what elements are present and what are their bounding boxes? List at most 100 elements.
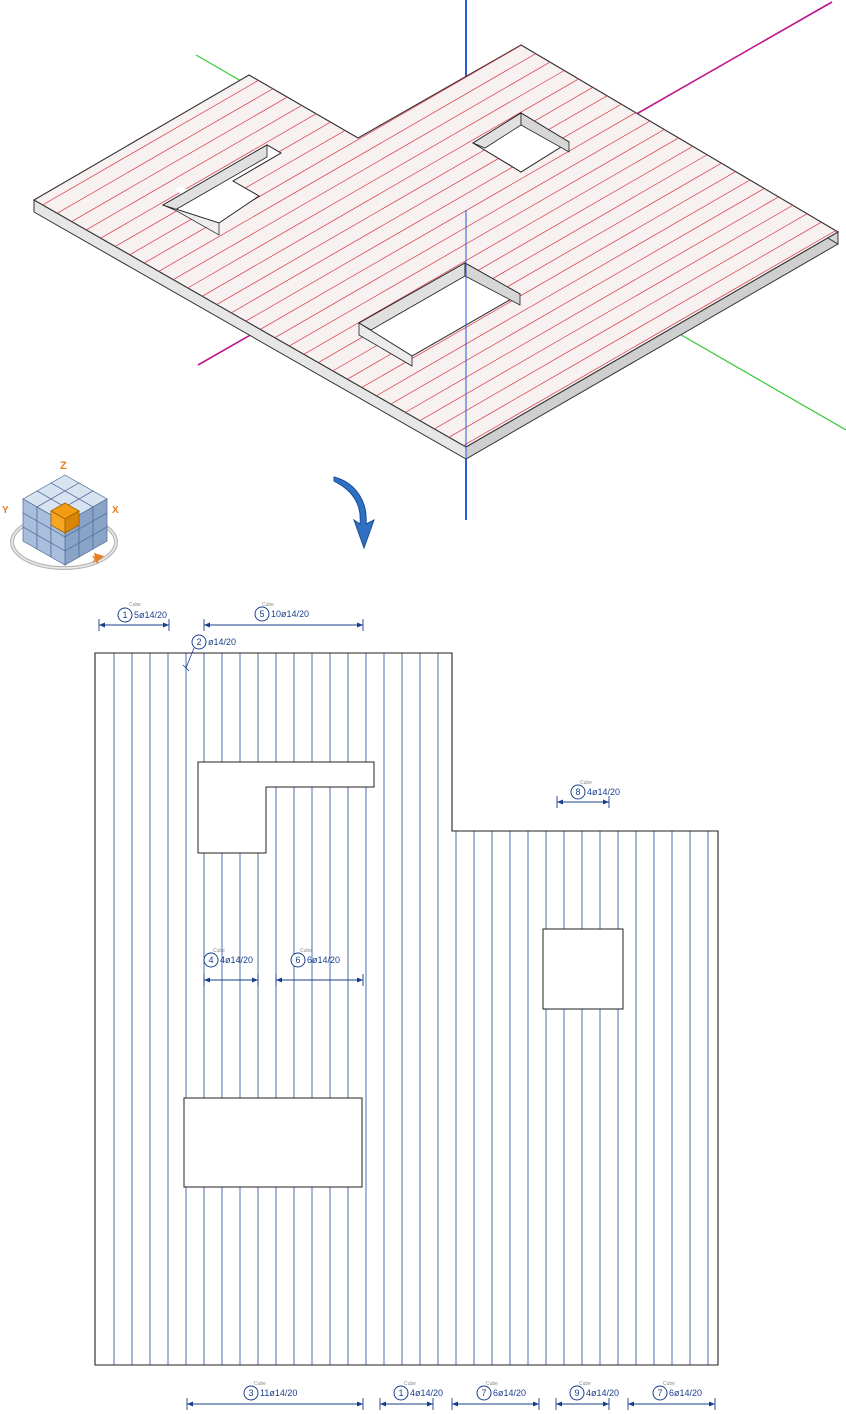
dimension-line	[186, 1398, 364, 1410]
rebar-3d-line	[657, 335, 838, 447]
bar-mark-number: 3	[248, 1388, 253, 1398]
bar-mark-caption: Cube	[254, 1381, 266, 1387]
bar-mark-spec: 4ø14/20	[410, 1388, 443, 1398]
rebar-3d-line	[671, 343, 838, 447]
rebar-3d-line	[758, 393, 838, 447]
rebar-3d-line	[0, 0, 86, 11]
cube-axis-x-label: X	[112, 505, 119, 516]
cube-axis-y-label: Y	[2, 505, 9, 516]
rebar-3d-line	[34, 45, 435, 211]
rebar-3d-line	[729, 377, 838, 447]
plan-slab-outline	[94, 652, 719, 1366]
bar-mark-number: 1	[122, 610, 127, 620]
bar-mark-number: 2	[196, 637, 201, 647]
dimension-line	[275, 974, 364, 986]
rebar-3d-line	[135, 45, 536, 269]
bar-mark-caption: Cube	[129, 602, 141, 608]
rebar-3d-line	[454, 219, 838, 447]
bar-mark-3-bottom: Cube 3 11ø14/20	[243, 1381, 297, 1401]
bar-mark-spec: 4ø14/20	[587, 787, 620, 797]
bar-mark-number: 5	[259, 609, 264, 619]
rebar-3d-line	[236, 94, 638, 327]
bar-mark-caption: Cube	[579, 1381, 591, 1387]
opening-rectangle	[358, 262, 522, 367]
rebar-3d-line	[744, 385, 838, 447]
rebar-3d-line	[48, 45, 449, 219]
opening-square	[472, 112, 570, 173]
bar-mark-spec: 6ø14/20	[669, 1388, 702, 1398]
rebar-3d-line	[34, 45, 174, 61]
bar-mark-spec: 10ø14/20	[271, 609, 309, 619]
bar-mark-caption: Cube	[486, 1381, 498, 1387]
rebar-3d-line	[425, 202, 826, 435]
bar-mark-2-top: 2 ø14/20	[182, 634, 236, 672]
bar-mark-spec: 6ø14/20	[307, 955, 340, 965]
rebar-3d-line	[352, 161, 754, 393]
rebar-3d-line	[642, 327, 838, 447]
view-cube-icon[interactable]: Z X Y X	[2, 460, 119, 570]
bar-mark-caption: Cube	[262, 602, 274, 608]
cube-facet	[50, 542, 66, 566]
rebar-3d-line	[367, 169, 768, 402]
bar-mark-number: 7	[657, 1388, 662, 1398]
rebar-3d-line	[700, 360, 838, 447]
rebar-3d-line	[34, 45, 232, 95]
bar-mark-7-bottom: Cube 7 6ø14/20	[476, 1381, 526, 1401]
rebar-3d-line	[787, 410, 838, 447]
opening-l-shape	[161, 144, 282, 236]
rebar-3d-line	[34, 45, 217, 86]
dimension-line	[379, 1398, 434, 1410]
dimension-line	[556, 796, 610, 808]
bar-mark-number: 1	[398, 1388, 403, 1398]
bar-mark-caption: Cube	[300, 948, 312, 954]
rebar-3d-line	[34, 45, 246, 103]
bar-mark-spec: 6ø14/20	[493, 1388, 526, 1398]
rebar-3d-line	[149, 45, 551, 277]
bar-mark-1-bottom: Cube 1 4ø14/20	[393, 1381, 443, 1401]
bar-mark-1-top: Cube 1 5ø14/20	[117, 602, 167, 623]
rebar-3d-line	[251, 103, 652, 335]
rebar-3d-line	[34, 45, 159, 53]
rebar-3d-line	[222, 86, 623, 319]
dimension-lines	[98, 619, 716, 1410]
rebar-3d-line	[34, 45, 203, 78]
bar-mark-number: 6	[295, 955, 300, 965]
plan-opening-rectangle	[183, 1097, 363, 1188]
rebar-3d-line	[193, 69, 594, 302]
rebar-3d-line	[280, 119, 681, 352]
rebar-3d-line	[410, 194, 812, 427]
rebar-3d-line	[628, 318, 838, 447]
rebar-3d-line	[439, 211, 838, 443]
rebar-3d-line	[381, 177, 783, 410]
rebar-3d-line	[0, 0, 130, 36]
rebar-3d-line	[294, 128, 696, 360]
bar-mark-spec: 4ø14/20	[220, 955, 253, 965]
bar-mark-caption: Cube	[663, 1381, 675, 1387]
rebar-3d-line	[715, 368, 838, 447]
bar-mark-caption: Cube	[213, 948, 225, 954]
rebar-3d-line	[207, 78, 609, 310]
bar-mark-spec: 5ø14/20	[134, 610, 167, 620]
bar-mark-number: 8	[575, 787, 580, 797]
bar-mark-number: 9	[574, 1388, 579, 1398]
dimension-line	[555, 1398, 610, 1410]
bar-mark-spec: 11ø14/20	[260, 1388, 297, 1398]
plan-opening-l-shape	[197, 761, 375, 854]
bar-mark-4: Cube 4 4ø14/20	[203, 948, 253, 968]
slab-top-face	[32, 44, 840, 448]
rebar-3d-line	[0, 0, 144, 44]
bar-mark-5-top: Cube 5 10ø14/20	[254, 602, 309, 622]
rebar-3d-line	[686, 352, 838, 447]
dimension-line	[203, 974, 259, 986]
rebar-3d-line	[77, 45, 478, 236]
bar-mark-spec: ø14/20	[208, 637, 236, 647]
bar-mark-7-bottom-right: Cube 7 6ø14/20	[652, 1381, 702, 1401]
rebar-3d-line	[178, 61, 580, 294]
rebar-3d-line	[802, 418, 838, 447]
bar-mark-number: 7	[481, 1388, 486, 1398]
rebar-3d-line	[816, 426, 838, 447]
bar-mark-8: Cube 8 4ø14/20	[570, 780, 620, 800]
rebar-3d-line	[0, 0, 101, 19]
bar-mark-9-bottom: Cube 9 4ø14/20	[569, 1381, 619, 1401]
bar-mark-6: Cube 6 6ø14/20	[290, 948, 340, 968]
